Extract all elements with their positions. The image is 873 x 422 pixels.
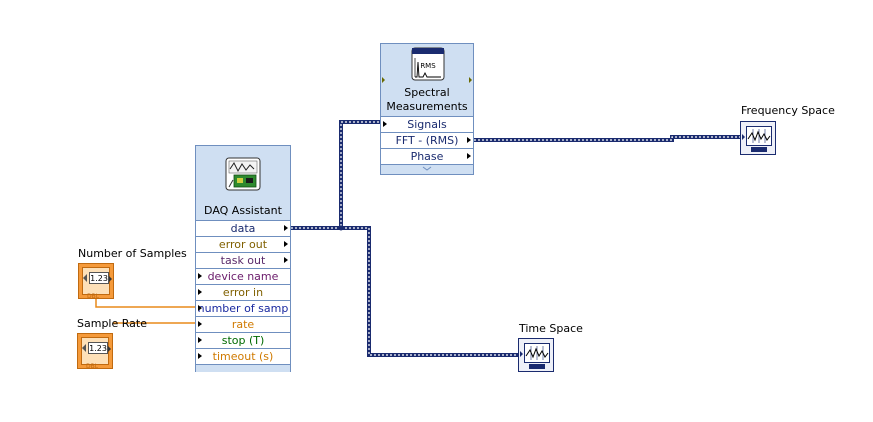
rms-spectrum-icon: RMS <box>411 47 445 81</box>
representation-badge: DBL <box>87 293 100 300</box>
terminal-error-in[interactable]: error in <box>196 284 290 300</box>
output-arrow-icon <box>284 241 288 247</box>
terminal-fft-rms[interactable]: FFT - (RMS) <box>381 132 473 148</box>
time-space-graph-indicator[interactable] <box>518 338 554 372</box>
spectral-title-line2: Measurements <box>386 100 468 113</box>
output-arrow-icon <box>284 257 288 263</box>
dynamic-data-wire[interactable] <box>291 120 740 357</box>
spectral-title-line1: Spectral <box>404 86 450 99</box>
right-arrow-icon <box>469 77 472 83</box>
input-arrow-icon <box>198 289 202 295</box>
terminal-stop[interactable]: stop (T) <box>196 332 290 348</box>
terminal-task-out[interactable]: task out <box>196 252 290 268</box>
output-arrow-icon <box>467 153 471 159</box>
terminal-number-of-samples[interactable]: number of samp <box>196 300 290 316</box>
daq-assistant-icon <box>196 156 290 192</box>
input-arrow-icon <box>742 134 745 140</box>
number-of-samples-label: Number of Samples <box>78 247 187 260</box>
spectral-measurements-node[interactable]: RMS Spectral Measurements Signals FFT - … <box>380 43 474 175</box>
expand-chevron-icon <box>422 166 432 171</box>
input-arrow-icon <box>383 121 387 127</box>
input-arrow-icon <box>198 321 202 327</box>
input-arrow-icon <box>198 273 202 279</box>
numeric-value: 1.23 <box>89 272 109 284</box>
representation-badge: DBL <box>86 363 99 370</box>
output-arrow-icon <box>108 346 111 352</box>
sample-rate-label: Sample Rate <box>77 317 147 330</box>
terminal-data[interactable]: data <box>196 220 290 236</box>
frequency-space-label: Frequency Space <box>741 104 835 117</box>
numeric-value: 1.23 <box>88 342 108 354</box>
spectral-measurements-icon: RMS <box>381 47 473 83</box>
daq-assistant-node[interactable]: DAQ Assistant data error out task out de… <box>195 145 291 372</box>
terminal-device-name[interactable]: device name <box>196 268 290 284</box>
waveform-graph-icon <box>525 346 549 360</box>
terminal-phase[interactable]: Phase <box>381 148 473 164</box>
terminal-signals[interactable]: Signals <box>381 116 473 132</box>
terminal-error-out[interactable]: error out <box>196 236 290 252</box>
numeric-wire[interactable] <box>95 298 196 324</box>
output-arrow-icon <box>109 276 112 282</box>
node-resize-bar[interactable] <box>196 364 290 372</box>
node-resize-bar[interactable] <box>381 164 473 174</box>
terminal-timeout[interactable]: timeout (s) <box>196 348 290 364</box>
terminal-rate[interactable]: rate <box>196 316 290 332</box>
left-arrow-icon <box>382 77 385 83</box>
arrow-icon <box>82 344 86 352</box>
daq-card-icon <box>225 157 261 191</box>
sample-rate-control[interactable]: 1.23 DBL <box>77 333 113 370</box>
arrow-icon <box>83 274 87 282</box>
frequency-space-graph-indicator[interactable] <box>740 121 776 155</box>
daq-assistant-title: DAQ Assistant <box>204 204 282 217</box>
number-of-samples-control[interactable]: 1.23 DBL <box>78 263 114 300</box>
input-arrow-icon <box>520 351 523 357</box>
svg-text:RMS: RMS <box>420 62 436 70</box>
waveform-graph-icon <box>747 129 771 143</box>
input-arrow-icon <box>198 337 202 343</box>
input-arrow-icon <box>198 353 202 359</box>
time-space-label: Time Space <box>519 322 583 335</box>
output-arrow-icon <box>467 137 471 143</box>
output-arrow-icon <box>284 225 288 231</box>
input-arrow-icon <box>198 305 202 311</box>
